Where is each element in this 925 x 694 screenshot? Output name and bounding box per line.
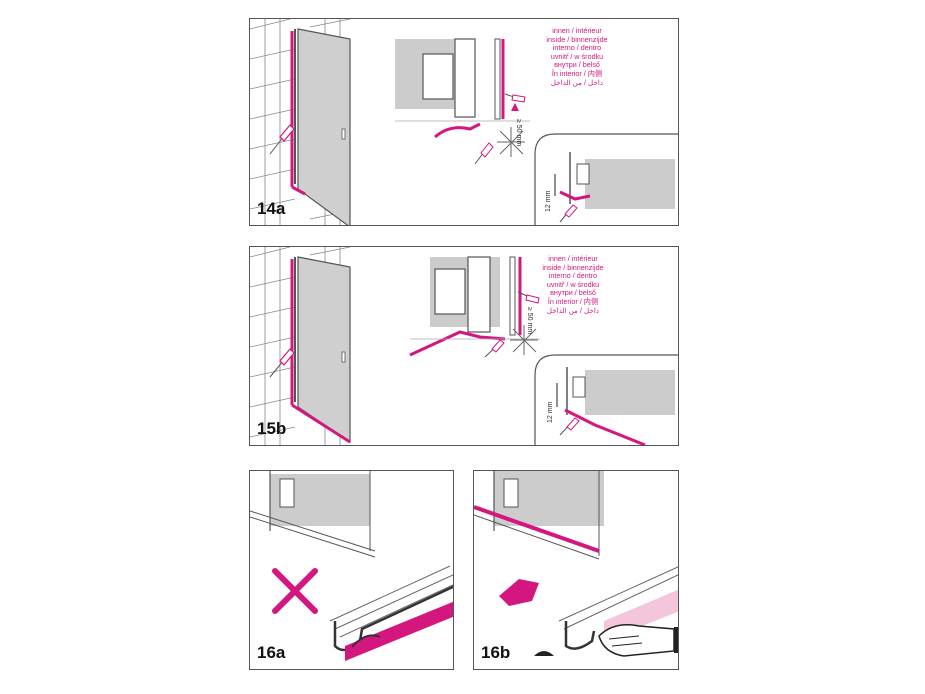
- illustration-15b: ≥ 50 mm 12 mm: [250, 247, 678, 445]
- screwdriver-icon: [559, 204, 578, 223]
- step-panel-15b: ≥ 50 mm 12 mm innen / intérieur inside /…: [249, 246, 679, 446]
- illustration-14a: ≥ 50 mm 12 mm: [250, 19, 678, 225]
- height-dimension-label: 12 mm: [547, 401, 554, 423]
- step-number: 14a: [257, 199, 286, 218]
- screwdriver-icon: [484, 291, 540, 358]
- step-number: 16b: [481, 643, 511, 662]
- step-panel-14a: ≥ 50 mm 12 mm innen / intérieur inside /…: [249, 18, 679, 226]
- hand-icon: [598, 624, 678, 657]
- step-number: 16a: [257, 643, 286, 662]
- screwdriver-icon: [474, 93, 526, 165]
- inside-legend: innen / intérieur inside / binnenzijde i…: [542, 254, 604, 315]
- end-cap-icon: [534, 651, 554, 656]
- step-number: 15b: [257, 419, 287, 438]
- screwdriver-icon: [559, 417, 580, 436]
- height-dimension-label: 12 mm: [545, 190, 552, 212]
- illustration-16a: [250, 471, 453, 661]
- step-panel-16b: 16b: [473, 470, 679, 670]
- step-panel-16a: 16a: [249, 470, 454, 670]
- screwdriver-icon: [269, 348, 295, 378]
- inside-legend: innen / intérieur inside / binnenzijde i…: [546, 26, 608, 87]
- screwdriver-icon: [269, 124, 295, 155]
- illustration-16b: [474, 471, 678, 657]
- arrow-icon: [499, 579, 539, 606]
- gap-dimension-label: ≥ 50 mm: [526, 307, 533, 334]
- wrong-cross-icon: [272, 568, 318, 614]
- gap-dimension-label: ≥ 50 mm: [515, 119, 522, 146]
